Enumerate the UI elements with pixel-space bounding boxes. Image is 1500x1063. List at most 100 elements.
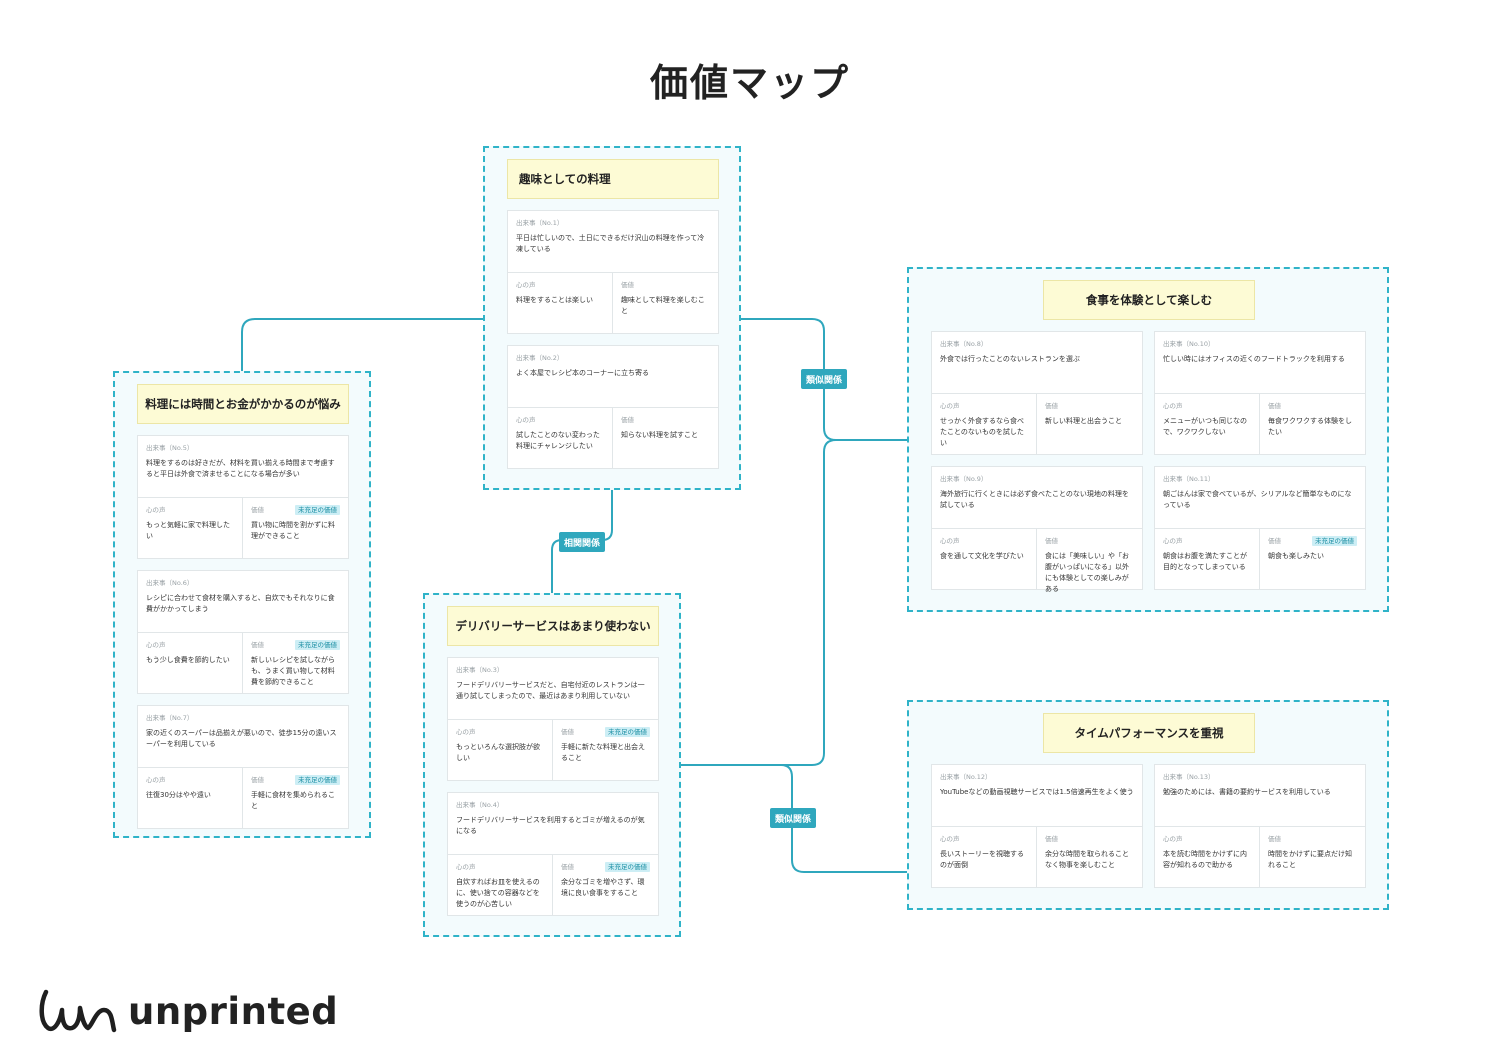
card-value: 価値未充足の価値 買い物に時間を割かずに料理ができること [243,498,348,558]
card-event: 出来事（No.6） レシピに合わせて食材を購入すると、自炊でもそれなりに食費がか… [138,571,348,633]
card-event: 出来事（No.4） フードデリバリーサービスを利用するとゴミが増えるのが気になる [448,793,658,855]
value-text: 時間をかけずに要点だけ知れること [1268,850,1352,869]
event-label: 出来事（No.3） [456,666,504,674]
event-label: 出来事（No.7） [146,714,194,722]
event-label: 出来事（No.6） [146,579,194,587]
value-card[interactable]: 出来事（No.8） 外食では行ったことのないレストランを選ぶ 心の声 せっかく外… [931,331,1143,455]
card-voice: 心の声 もっと気軽に家で料理したい [138,498,243,558]
card-voice: 心の声 食を通して文化を学びたい [932,529,1037,589]
card-event: 出来事（No.8） 外食では行ったことのないレストランを選ぶ [932,332,1142,394]
value-card[interactable]: 出来事（No.6） レシピに合わせて食材を購入すると、自炊でもそれなりに食費がか… [137,570,349,694]
value-card[interactable]: 出来事（No.11） 朝ごはんは家で食べているが、シリアルなど簡単なものになって… [1154,466,1366,590]
value-label: 価値未充足の価値 [251,640,340,650]
group-title: 料理には時間とお金がかかるのが悩み [137,384,349,424]
event-label: 出来事（No.2） [516,354,564,362]
value-label: 価値未充足の価値 [251,505,340,515]
card-voice: 心の声 往復30分はやや遠い [138,768,243,828]
brand-logo [39,989,117,1033]
unfulfilled-badge: 未充足の価値 [295,775,340,785]
value-text: 朝食も楽しみたい [1268,552,1324,560]
event-text: 海外旅行に行くときには必ず食べたことのない現地の料理を試している [940,490,1129,509]
connector-hobby-cost [241,318,484,372]
group-experience[interactable]: 食事を体験として楽しむ 出来事（No.8） 外食では行ったことのないレストランを… [907,267,1389,612]
event-label: 出来事（No.13） [1163,773,1215,781]
voice-label: 心の声 [146,776,166,784]
event-text: 朝ごはんは家で食べているが、シリアルなど簡単なものになっている [1163,490,1352,509]
voice-text: もっといろんな選択肢が欲しい [456,743,540,762]
card-event: 出来事（No.1） 平日は忙しいので、土日にできるだけ沢山の料理を作って冷凍して… [508,211,718,273]
card-event: 出来事（No.10） 忙しい時にはオフィスの近くのフードトラックを利用する [1155,332,1365,394]
voice-text: 試したことのない変わった料理にチャレンジしたい [516,431,600,450]
card-value: 価値 趣味として料理を楽しむこと [613,273,718,333]
unfulfilled-badge: 未充足の価値 [295,640,340,650]
value-text: 食には「美味しい」や「お腹がいっぱいになる」以外にも体験としての楽しみがある [1045,552,1129,593]
card-event: 出来事（No.7） 家の近くのスーパーは品揃えが悪いので、徒歩15分の遠いスーパ… [138,706,348,768]
value-card[interactable]: 出来事（No.1） 平日は忙しいので、土日にできるだけ沢山の料理を作って冷凍して… [507,210,719,334]
unfulfilled-badge: 未充足の価値 [1312,536,1357,546]
relation-tag-similar[interactable]: 類似関係 [801,369,847,389]
unfulfilled-badge: 未充足の価値 [605,862,650,872]
relation-tag-similar[interactable]: 類似関係 [770,808,816,828]
value-text: 知らない料理を試すこと [621,431,698,439]
card-voice: 心の声 自炊すればお皿を使えるのに、使い捨ての容器などを使うのが心苦しい [448,855,553,915]
voice-text: もっと気軽に家で料理したい [146,521,230,540]
unfulfilled-badge: 未充足の価値 [295,505,340,515]
value-card[interactable]: 出来事（No.9） 海外旅行に行くときには必ず食べたことのない現地の料理を試して… [931,466,1143,593]
value-card[interactable]: 出来事（No.13） 勉強のためには、書籍の要約サービスを利用している 心の声 … [1154,764,1366,888]
card-value: 価値 時間をかけずに要点だけ知れること [1260,827,1365,887]
value-text: 余分な時間を取られることなく物事を楽しむこと [1045,850,1129,869]
voice-text: せっかく外食するなら食べたことのないものを試したい [940,417,1024,447]
value-label: 価値 [621,281,634,289]
voice-text: 往復30分はやや遠い [146,791,211,799]
connector-delivery-experience [680,439,837,766]
event-label: 出来事（No.5） [146,444,194,452]
voice-text: 食を通して文化を学びたい [940,552,1024,560]
group-time-performance[interactable]: タイムパフォーマンスを重視 出来事（No.12） YouTubeなどの動画視聴サ… [907,700,1389,910]
card-event: 出来事（No.13） 勉強のためには、書籍の要約サービスを利用している [1155,765,1365,827]
value-card[interactable]: 出来事（No.5） 料理をするのは好きだが、材料を買い揃える時間まで考慮すると平… [137,435,349,559]
voice-label: 心の声 [940,537,960,545]
group-title: タイムパフォーマンスを重視 [1043,713,1255,753]
card-value: 価値 食には「美味しい」や「お腹がいっぱいになる」以外にも体験としての楽しみがあ… [1037,529,1142,593]
group-delivery[interactable]: デリバリーサービスはあまり使わない 出来事（No.3） フードデリバリーサービス… [423,593,681,937]
value-card[interactable]: 出来事（No.7） 家の近くのスーパーは品揃えが悪いので、徒歩15分の遠いスーパ… [137,705,349,829]
card-value: 価値未充足の価値 手軽に食材を集められること [243,768,348,828]
voice-label: 心の声 [1163,402,1183,410]
group-hobby[interactable]: 趣味としての料理 出来事（No.1） 平日は忙しいので、土日にできるだけ沢山の料… [483,146,741,490]
event-text: 勉強のためには、書籍の要約サービスを利用している [1163,788,1331,796]
voice-label: 心の声 [940,835,960,843]
event-text: 外食では行ったことのないレストランを選ぶ [940,355,1080,363]
voice-label: 心の声 [1163,537,1183,545]
card-value: 価値 知らない料理を試すこと [613,408,718,468]
voice-text: 自炊すればお皿を使えるのに、使い捨ての容器などを使うのが心苦しい [456,878,540,908]
voice-label: 心の声 [940,402,960,410]
value-card[interactable]: 出来事（No.10） 忙しい時にはオフィスの近くのフードトラックを利用する 心の… [1154,331,1366,455]
value-card[interactable]: 出来事（No.2） よく本屋でレシピ本のコーナーに立ち寄る 心の声 試したことの… [507,345,719,469]
card-value: 価値 新しい料理と出会うこと [1037,394,1142,454]
event-text: フードデリバリーサービスを利用するとゴミが増えるのが気になる [456,816,645,835]
brand-wordmark: unprinted [128,990,339,1033]
event-label: 出来事（No.10） [1163,340,1215,348]
card-value: 価値未充足の価値 新しいレシピを試しながらも、うまく買い物して材料費を節約できる… [243,633,348,693]
card-event: 出来事（No.11） 朝ごはんは家で食べているが、シリアルなど簡単なものになって… [1155,467,1365,529]
event-label: 出来事（No.12） [940,773,992,781]
value-card[interactable]: 出来事（No.3） フードデリバリーサービスだと、自宅付近のレストランは一通り試… [447,657,659,781]
card-value: 価値未充足の価値 余分なゴミを増やさず、環境に良い食事をすること [553,855,658,915]
page-title: 価値マップ [649,61,850,105]
card-voice: 心の声 試したことのない変わった料理にチャレンジしたい [508,408,613,468]
voice-text: もう少し食費を節約したい [146,656,230,664]
voice-label: 心の声 [456,728,476,736]
relation-tag-correlation[interactable]: 相関関係 [559,532,605,552]
value-card[interactable]: 出来事（No.12） YouTubeなどの動画視聴サービスでは1.5倍速再生をよ… [931,764,1143,888]
event-text: レシピに合わせて食材を購入すると、自炊でもそれなりに食費がかかってしまう [146,594,335,613]
group-cost[interactable]: 料理には時間とお金がかかるのが悩み 出来事（No.5） 料理をするのは好きだが、… [113,371,371,838]
card-event: 出来事（No.9） 海外旅行に行くときには必ず食べたことのない現地の料理を試して… [932,467,1142,529]
card-voice: 心の声 本を読む時間をかけずに内容が知れるので助かる [1155,827,1260,887]
group-title: 趣味としての料理 [507,159,719,199]
value-card[interactable]: 出来事（No.4） フードデリバリーサービスを利用するとゴミが増えるのが気になる… [447,792,659,916]
event-label: 出来事（No.1） [516,219,564,227]
value-label: 価値 [1045,835,1058,843]
value-text: 買い物に時間を割かずに料理ができること [251,521,335,540]
card-voice: 心の声 朝食はお腹を満たすことが目的となってしまっている [1155,529,1260,589]
card-event: 出来事（No.12） YouTubeなどの動画視聴サービスでは1.5倍速再生をよ… [932,765,1142,827]
